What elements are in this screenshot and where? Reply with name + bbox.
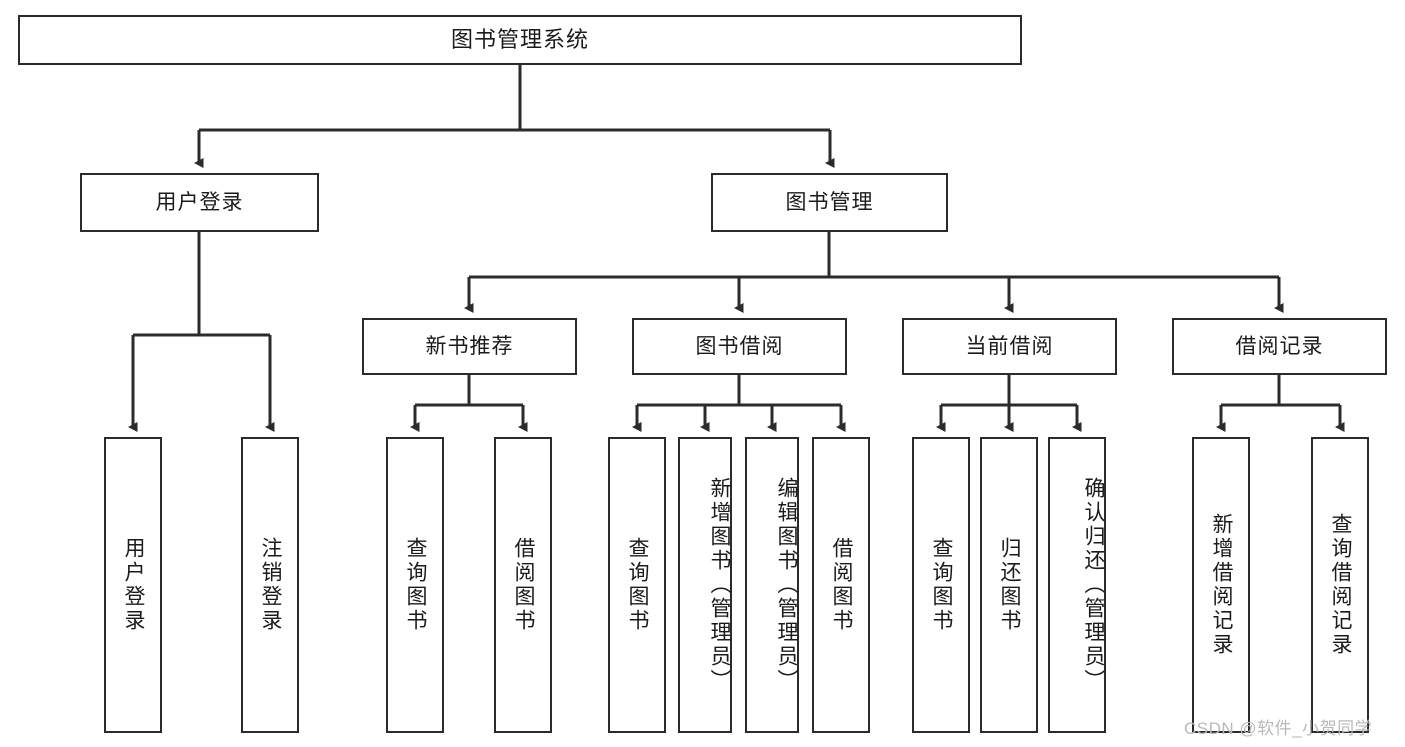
leaf-logout-login[interactable]: 注销登录 [241,437,299,733]
leaf-borrow-book-borrow[interactable]: 借阅图书 [812,437,870,733]
node-new-book-recommend[interactable]: 新书推荐 [362,318,577,375]
leaf-confirm-return-admin[interactable]: 确认归还（管理员） [1048,437,1106,733]
leaf-query-book-current[interactable]: 查询图书 [912,437,970,733]
node-user-login[interactable]: 用户登录 [80,173,319,232]
node-borrow-record[interactable]: 借阅记录 [1172,318,1387,375]
leaf-query-book-borrow[interactable]: 查询图书 [608,437,666,733]
leaf-return-book[interactable]: 归还图书 [980,437,1038,733]
leaf-add-book-admin[interactable]: 新增图书（管理员） [678,437,732,733]
leaf-edit-book-admin[interactable]: 编辑图书（管理员） [745,437,799,733]
leaf-query-borrow-record[interactable]: 查询借阅记录 [1311,437,1369,733]
node-book-management[interactable]: 图书管理 [711,173,948,232]
leaf-query-book-new[interactable]: 查询图书 [386,437,444,733]
leaf-add-borrow-record[interactable]: 新增借阅记录 [1192,437,1250,733]
csdn-watermark: CSDN @软件_小贺同学 [1184,719,1373,738]
node-root-system[interactable]: 图书管理系统 [18,15,1022,65]
node-current-borrow[interactable]: 当前借阅 [902,318,1117,375]
node-book-borrow[interactable]: 图书借阅 [632,318,847,375]
leaf-borrow-book-new[interactable]: 借阅图书 [494,437,552,733]
leaf-user-login[interactable]: 用户登录 [104,437,162,733]
